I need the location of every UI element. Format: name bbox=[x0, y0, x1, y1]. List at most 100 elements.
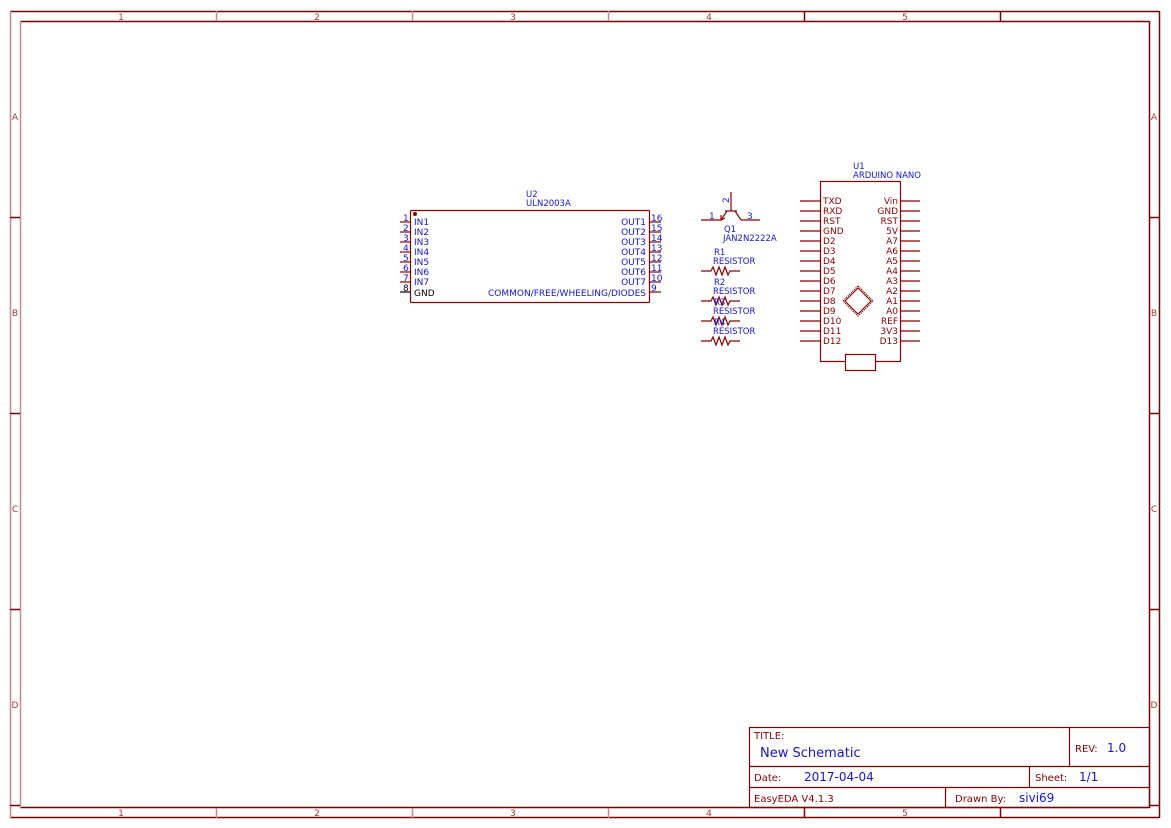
pin-number: 2 bbox=[722, 197, 732, 203]
pin-name: A1 bbox=[886, 297, 898, 307]
col-label: 4 bbox=[706, 13, 712, 23]
row-label: D bbox=[12, 701, 19, 711]
pin-name: IN3 bbox=[414, 238, 429, 248]
pin-name: OUT7 bbox=[621, 278, 646, 288]
pin-name: GND bbox=[823, 227, 844, 237]
pin-name: A3 bbox=[886, 277, 898, 287]
u1-body[interactable] bbox=[819, 180, 902, 363]
pin-name: IN4 bbox=[414, 248, 429, 258]
pin-number: 7 bbox=[403, 274, 409, 284]
component-r2-resistor[interactable]: R2 RESISTOR bbox=[701, 278, 755, 307]
pin-name: OUT3 bbox=[621, 238, 646, 248]
rev-label: REV: bbox=[1075, 744, 1098, 755]
pin-number: 16 bbox=[651, 214, 663, 224]
sheet-frame bbox=[9, 10, 1161, 819]
pin-number: 1 bbox=[709, 212, 715, 222]
pin-name: IN7 bbox=[414, 278, 429, 288]
drawn-by-value[interactable]: sivi69 bbox=[1019, 791, 1054, 805]
pin-name: IN2 bbox=[414, 228, 429, 238]
resistor-icon bbox=[701, 265, 740, 277]
component-r4-resistor[interactable]: R4 RESISTOR bbox=[701, 318, 755, 347]
pin-name: D10 bbox=[823, 317, 842, 327]
col-label: 3 bbox=[510, 13, 516, 23]
pin1-dot-icon bbox=[413, 212, 417, 216]
pin-name: D9 bbox=[823, 307, 836, 317]
pin-name: D3 bbox=[823, 247, 836, 257]
u2-part: ULN2003A bbox=[526, 199, 571, 209]
pin-number: 15 bbox=[651, 224, 662, 234]
component-r3-resistor[interactable]: R3 RESISTOR bbox=[701, 298, 755, 327]
pin-number: 9 bbox=[651, 284, 657, 294]
pin-name: A7 bbox=[886, 237, 898, 247]
resistor-icon bbox=[701, 295, 740, 307]
pin-name: A2 bbox=[886, 287, 898, 297]
resistor-icon bbox=[701, 315, 740, 327]
u1-part: ARDUINO NANO bbox=[853, 171, 921, 181]
date-value[interactable]: 2017-04-04 bbox=[804, 770, 874, 784]
pin-number: 13 bbox=[651, 244, 662, 254]
usb-connector-icon bbox=[844, 353, 877, 372]
pin-number: 4 bbox=[403, 244, 409, 254]
rev-value[interactable]: 1.0 bbox=[1107, 741, 1126, 755]
pin-name: OUT4 bbox=[621, 248, 646, 258]
pin-number: 1 bbox=[403, 214, 409, 224]
component-r1-resistor[interactable]: R1 RESISTOR bbox=[701, 248, 755, 277]
pin-name: D7 bbox=[823, 287, 836, 297]
pin-number: 3 bbox=[747, 212, 753, 222]
zone-labels: 1 2 3 4 5 1 2 3 4 5 A B C D A B C D bbox=[12, 13, 1158, 819]
pin-name: D8 bbox=[823, 297, 836, 307]
pin-name: D11 bbox=[823, 327, 841, 337]
pin-name: COMMON/FREE/WHEELING/DIODES bbox=[488, 289, 646, 299]
pin-name: A0 bbox=[886, 307, 898, 317]
sheet-value[interactable]: 1/1 bbox=[1079, 770, 1098, 784]
pin-number: 2 bbox=[403, 224, 409, 234]
r2-part: RESISTOR bbox=[713, 287, 755, 297]
col-label: 5 bbox=[902, 809, 908, 819]
pin-number: 14 bbox=[651, 234, 663, 244]
pin-name: GND bbox=[414, 289, 435, 299]
component-u1-arduino-nano[interactable]: U1 ARDUINO NANO TXD RXD bbox=[800, 162, 921, 372]
col-label: 1 bbox=[118, 809, 124, 819]
r4-part: RESISTOR bbox=[713, 327, 755, 337]
pin-name: IN6 bbox=[414, 268, 429, 278]
pin-name: OUT5 bbox=[621, 258, 646, 268]
pin-name: D13 bbox=[880, 337, 898, 347]
col-label: 5 bbox=[902, 13, 908, 23]
u2-body[interactable] bbox=[409, 209, 651, 304]
r3-part: RESISTOR bbox=[713, 307, 755, 317]
pin-name: D6 bbox=[823, 277, 836, 287]
pin-name: OUT1 bbox=[621, 218, 646, 228]
r3-designator: R3 bbox=[714, 298, 725, 308]
drawn-by-label: Drawn By: bbox=[955, 794, 1006, 805]
date-label: Date: bbox=[754, 773, 781, 784]
pin-name: A6 bbox=[886, 247, 898, 257]
pin-name: Vin bbox=[884, 197, 898, 207]
pin-name: A4 bbox=[886, 267, 898, 277]
row-label: B bbox=[1151, 309, 1157, 319]
row-label: D bbox=[1151, 701, 1158, 711]
pin-name: RXD bbox=[823, 207, 842, 217]
pin-number: 10 bbox=[651, 274, 663, 284]
tool-version: EasyEDA V4.1.3 bbox=[754, 794, 834, 805]
pin-name: OUT2 bbox=[621, 228, 646, 238]
pin-name: IN1 bbox=[414, 218, 429, 228]
pin-number: 11 bbox=[651, 264, 662, 274]
col-label: 1 bbox=[118, 13, 124, 23]
pin-name: A5 bbox=[886, 257, 898, 267]
r1-designator: R1 bbox=[714, 248, 725, 258]
pin-number: 6 bbox=[403, 264, 409, 274]
component-q1-transistor[interactable]: 1 2 3 Q1 JAN2N2222A bbox=[701, 192, 777, 244]
component-u2-uln2003a[interactable]: U2 ULN2003A 1 2 3 4 5 6 7 8 IN1 IN2 IN3 … bbox=[400, 190, 663, 304]
sheet-label: Sheet: bbox=[1035, 773, 1067, 784]
pin-name: RST bbox=[823, 217, 841, 227]
row-label: A bbox=[12, 113, 19, 123]
pin-name: GND bbox=[877, 207, 898, 217]
r1-part: RESISTOR bbox=[713, 257, 755, 267]
title-block: TITLE: New Schematic REV: 1.0 Date: 2017… bbox=[748, 726, 1151, 809]
q1-designator: Q1 bbox=[724, 225, 736, 235]
pin-name: D4 bbox=[823, 257, 836, 267]
pin-name: 5V bbox=[886, 227, 899, 237]
r4-designator: R4 bbox=[714, 318, 725, 328]
title-value[interactable]: New Schematic bbox=[760, 746, 861, 761]
